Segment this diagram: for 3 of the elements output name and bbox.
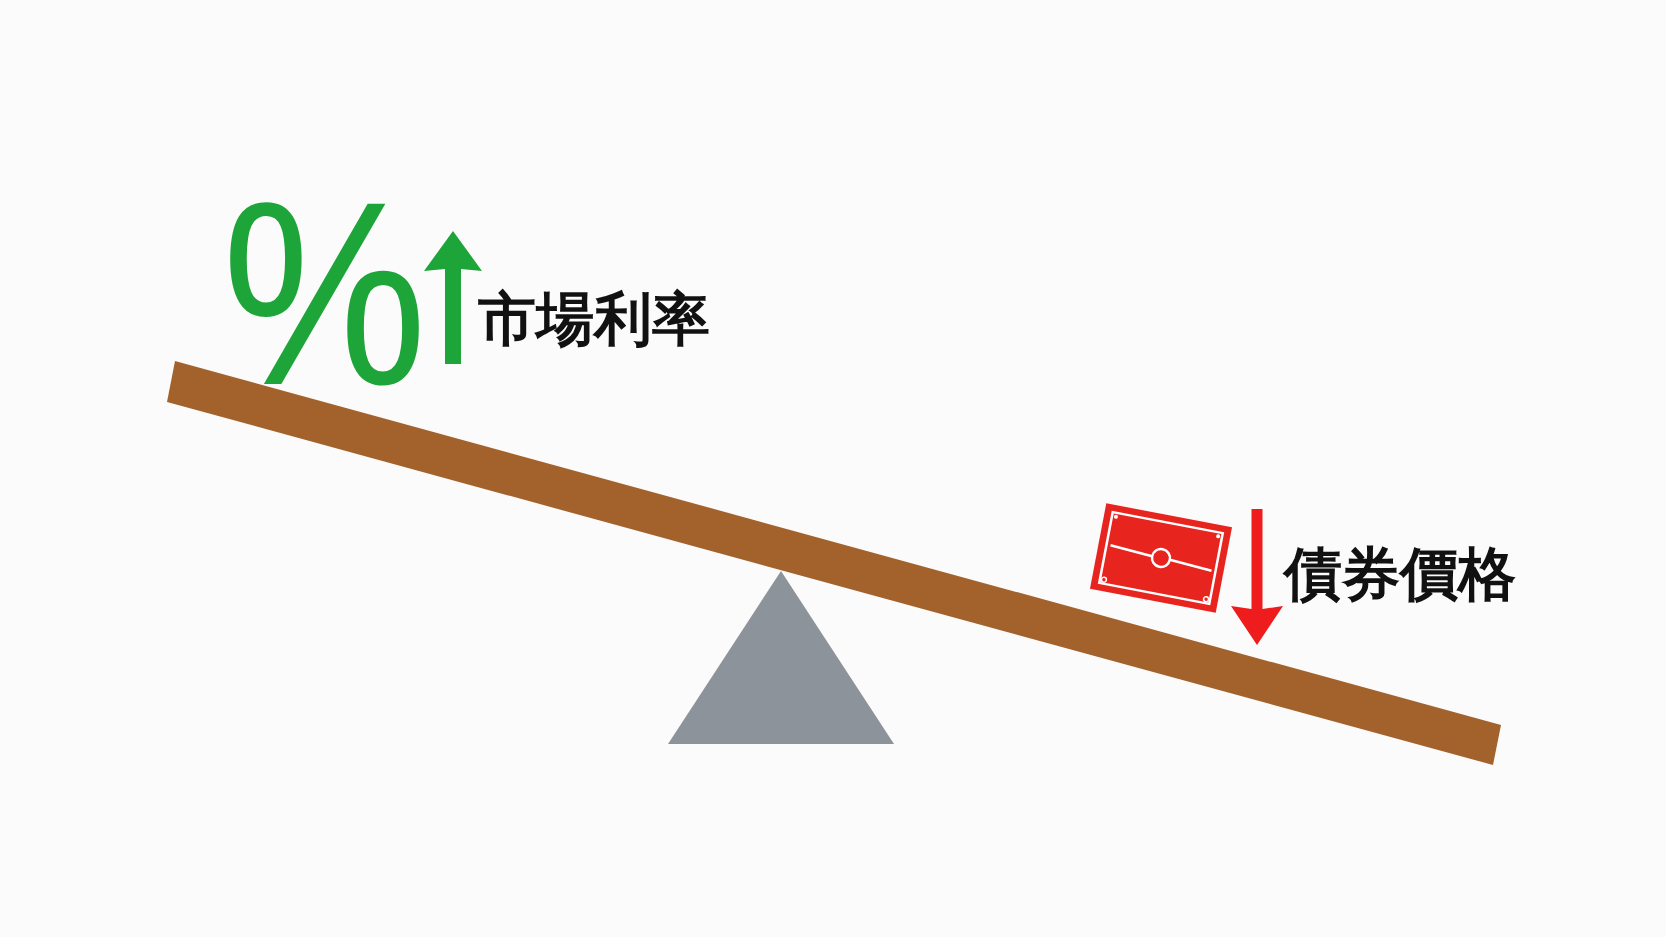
percent-sign: % bbox=[222, 163, 427, 425]
bond-price-label: 債券價格 bbox=[1284, 545, 1516, 603]
interest-rate-label: 市場利率 bbox=[478, 290, 710, 348]
